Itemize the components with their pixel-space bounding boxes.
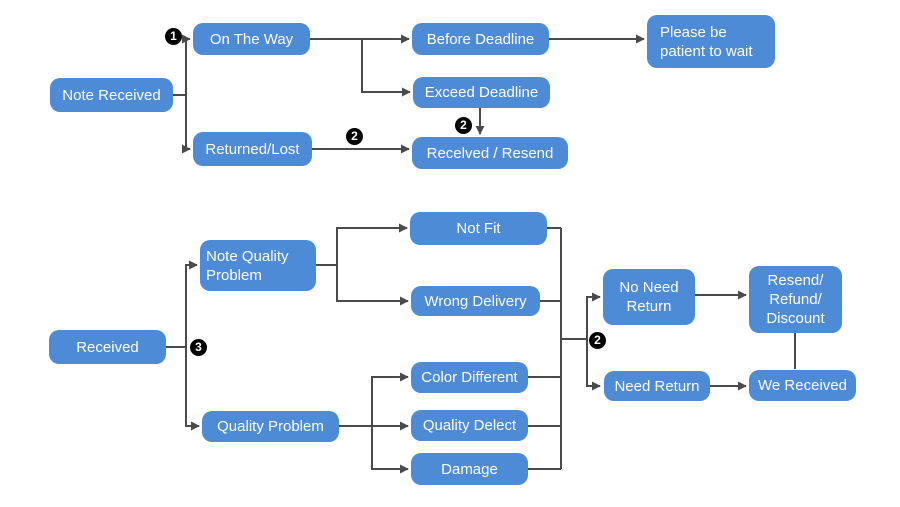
edge-to-returned-lost <box>181 95 191 154</box>
step2-badge: 2 <box>346 128 363 145</box>
edge-to-note-quality <box>185 260 198 347</box>
node-damage: Damage <box>411 453 528 485</box>
node-before-deadline: Before Deadline <box>412 23 549 55</box>
node-received-resend: Recelved / Resend <box>412 137 568 169</box>
node-exceed-deadline: Exceed Deadline <box>413 77 550 108</box>
edge-to-need-return <box>586 339 601 391</box>
node-note-quality-problem: Note Quality Problem <box>200 240 316 291</box>
step2-badge: 2 <box>589 332 606 349</box>
node-received: Received <box>49 330 166 364</box>
node-quality-delect: Quality Delect <box>411 410 528 441</box>
node-need-return: Need Return <box>604 371 710 401</box>
edge-to-on-the-way <box>181 34 191 95</box>
bottom-chart-edges <box>166 223 796 474</box>
step3-badge: 3 <box>190 339 207 356</box>
edge-to-not-fit <box>336 223 408 265</box>
node-on-the-way: On The Way <box>193 23 310 55</box>
edge-to-quality-problem <box>185 347 200 431</box>
node-resend-refund-discount: Resend/ Refund/ Discount <box>749 266 842 333</box>
step1-badge: 1 <box>165 28 182 45</box>
node-please-wait: Please be patient to wait <box>647 15 775 68</box>
node-quality-problem: Quality Problem <box>202 411 339 442</box>
edge-to-damage <box>371 426 409 474</box>
node-not-fit: Not Fit <box>410 212 547 245</box>
edge-to-color-different <box>371 372 409 426</box>
node-no-need-return: No Need Return <box>603 269 695 325</box>
edge-to-no-need-return <box>586 292 601 339</box>
step2-badge: 2 <box>455 117 472 134</box>
node-color-different: Color Different <box>411 362 528 393</box>
top-chart-edges <box>173 34 645 154</box>
edge-to-exceed-deadline <box>361 39 411 97</box>
edge-to-wrong-delivery <box>336 265 409 306</box>
node-returned-lost: Returned/Lost <box>193 132 312 166</box>
node-wrong-delivery: Wrong Delivery <box>411 286 540 316</box>
node-we-received: We Received <box>749 370 856 401</box>
node-note-received: Note Received <box>50 78 173 112</box>
